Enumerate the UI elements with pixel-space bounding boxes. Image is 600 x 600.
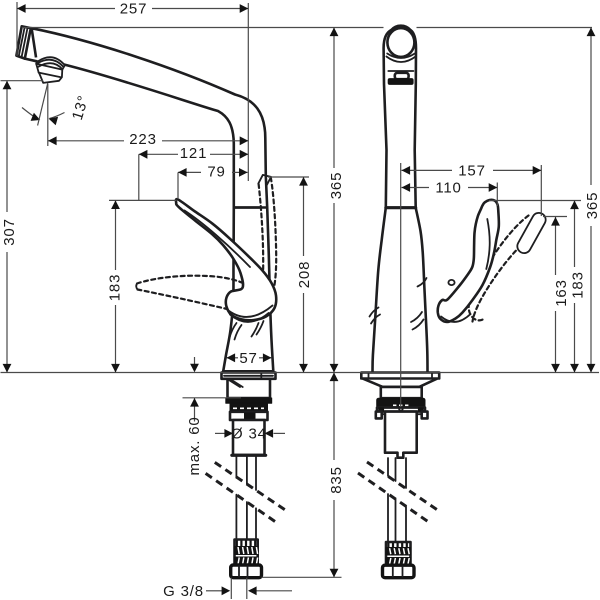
svg-text:13°: 13° xyxy=(69,93,93,122)
svg-text:183: 183 xyxy=(570,271,587,298)
svg-text:79: 79 xyxy=(207,164,225,181)
svg-text:Ø 34: Ø 34 xyxy=(231,426,267,443)
svg-text:365: 365 xyxy=(584,192,600,219)
svg-text:223: 223 xyxy=(129,131,156,148)
svg-text:163: 163 xyxy=(553,279,570,306)
svg-text:835: 835 xyxy=(328,466,345,493)
svg-text:257: 257 xyxy=(120,1,147,18)
svg-text:183: 183 xyxy=(107,274,124,301)
svg-text:307: 307 xyxy=(1,218,18,245)
svg-text:G 3/8: G 3/8 xyxy=(163,583,204,600)
svg-text:208: 208 xyxy=(296,261,313,288)
svg-text:57: 57 xyxy=(239,350,257,367)
svg-text:121: 121 xyxy=(180,145,207,162)
svg-text:110: 110 xyxy=(435,180,461,197)
svg-text:365: 365 xyxy=(328,172,345,199)
svg-text:157: 157 xyxy=(458,163,485,180)
svg-text:max. 60: max. 60 xyxy=(186,417,203,476)
